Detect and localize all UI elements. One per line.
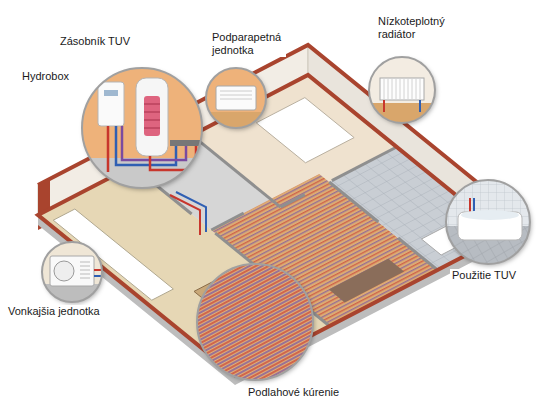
pipes xyxy=(170,192,206,235)
outdoor-unit-magnifier xyxy=(42,242,102,302)
part-label: Nízkoteplotný radiátor xyxy=(376,15,455,41)
hydrobox-magnifier xyxy=(82,68,202,188)
bathtub-magnifier xyxy=(446,180,530,264)
part-label: Vonkajšia jednotka xyxy=(6,305,102,318)
part-label: Podlahové kúrenie xyxy=(246,386,341,399)
part-label: Zásobník TUV xyxy=(58,35,132,48)
fan-coil-magnifier xyxy=(206,68,266,128)
radiator-magnifier xyxy=(369,57,435,123)
part-label: Podparapetná jednotka xyxy=(210,31,286,57)
part-label: Použitie TUV xyxy=(450,269,518,282)
floor-heating-magnifier xyxy=(197,264,313,380)
part-label: Hydrobox xyxy=(20,70,71,83)
